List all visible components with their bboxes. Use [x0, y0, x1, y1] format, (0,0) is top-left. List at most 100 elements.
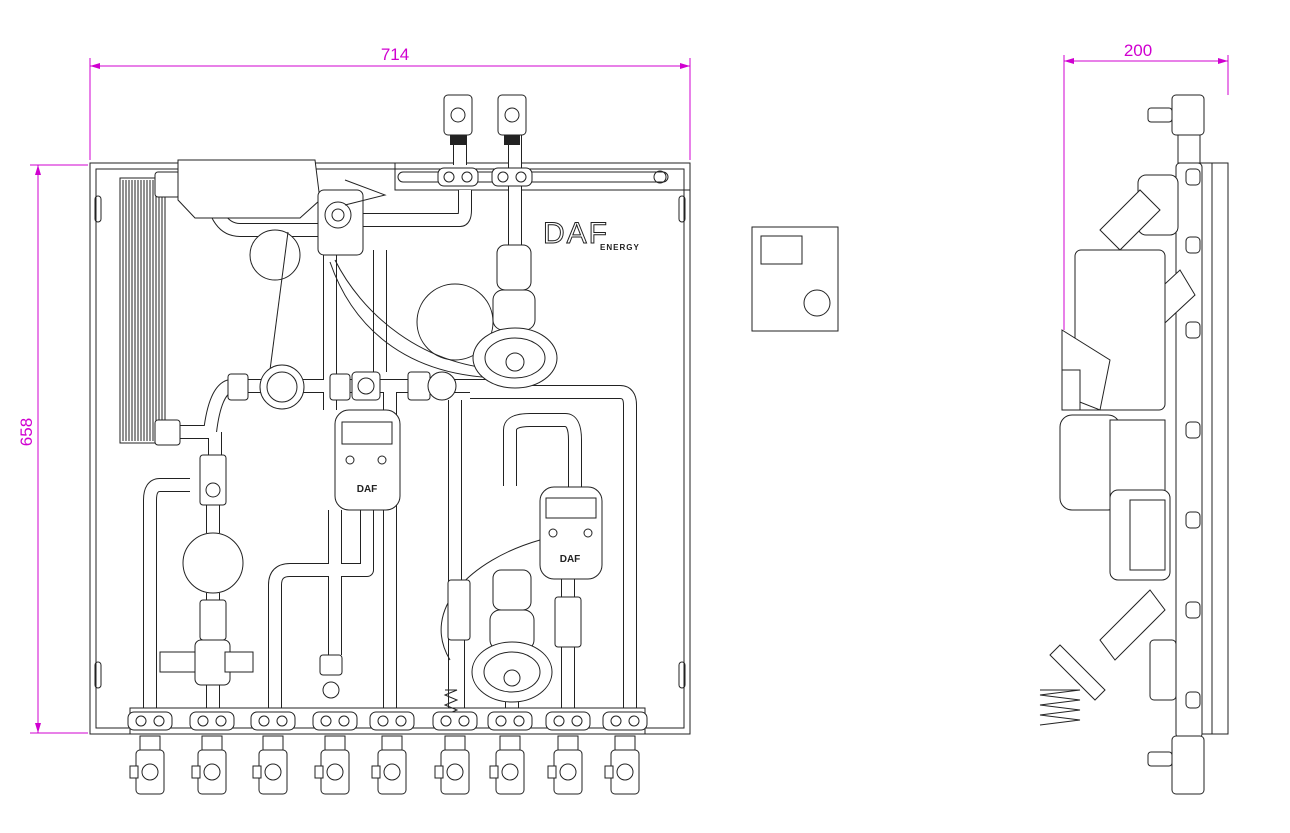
circulation-pump-right: DAF [539, 486, 603, 580]
balancing-valve [159, 454, 254, 686]
valve-ball [504, 107, 520, 123]
clamp-bolt [197, 715, 209, 727]
circulation-pump-left: DAF [334, 409, 401, 511]
expansion-vessel-small [249, 229, 301, 281]
mixing-valve-top [317, 179, 387, 256]
pump-left-logo: DAF [357, 484, 378, 495]
expansion-vessel-lower [182, 532, 244, 594]
height-label: 658 [17, 418, 36, 446]
logo-sub: ENERGY [600, 243, 640, 252]
valve-ball [141, 763, 159, 781]
pipe-clamp [189, 711, 235, 731]
controller-unit [751, 226, 839, 332]
pipe [503, 413, 582, 487]
pipe-clamp [487, 711, 533, 731]
valve-connector [324, 735, 346, 751]
clamp-bolt [395, 715, 407, 727]
valve-ball [203, 763, 221, 781]
top-rail [394, 162, 691, 191]
dimension-height: 658 [17, 164, 88, 734]
valve-ball [264, 763, 282, 781]
manifold-block [177, 159, 321, 219]
valve-connector [262, 735, 284, 751]
plate-heat-exchanger [119, 171, 181, 446]
valve-ball [446, 763, 464, 781]
actuator-lower [319, 539, 582, 716]
clamp-bolt [553, 715, 565, 727]
side-clamp [1185, 511, 1201, 529]
front-view: DAF DAF [89, 94, 691, 795]
clamp-bolt [440, 715, 452, 727]
pipe-clamp [250, 711, 296, 731]
controller-knob [803, 289, 831, 317]
clamp-bolt [320, 715, 332, 727]
filter-valve [227, 364, 457, 410]
valve-connector [444, 735, 466, 751]
clamp-bolt [258, 715, 270, 727]
valve-ball [559, 763, 577, 781]
pipe-inner [504, 414, 581, 487]
clamp-bolt [628, 715, 640, 727]
depth-label: 200 [1124, 41, 1152, 60]
valve-nut [504, 135, 520, 145]
pump-right-logo: DAF [560, 554, 581, 565]
clamp-bolt [338, 715, 350, 727]
pipe-clamp [432, 711, 478, 731]
valve-handle [434, 765, 444, 779]
clamp-bolt [461, 171, 473, 183]
dimension-width: 714 [89, 45, 691, 160]
side-clamp [1185, 321, 1201, 339]
side-clamp [1185, 168, 1201, 186]
valve-handle [191, 765, 201, 779]
daf-energy-logo: DAF ENERGY [543, 217, 640, 253]
side-clamp [1185, 236, 1201, 254]
valve-connector [139, 735, 161, 751]
side-view [1039, 94, 1229, 795]
clamp-bolt [495, 715, 507, 727]
valve-ball [501, 763, 519, 781]
valve-handle [129, 765, 139, 779]
controller-display [760, 235, 803, 265]
valve-handle [252, 765, 262, 779]
clamp-bolt [571, 715, 583, 727]
pipe-inner [345, 190, 471, 226]
dimension-depth: 200 [1063, 41, 1229, 330]
pipe-inner [470, 386, 636, 708]
valve-connector [201, 735, 223, 751]
clamp-bolt [610, 715, 622, 727]
pipe-inner [269, 510, 373, 708]
valve-connector [381, 735, 403, 751]
pipe [268, 510, 374, 708]
clamp-bolt [153, 715, 165, 727]
side-clamp [1185, 691, 1201, 709]
valve-connector [614, 735, 636, 751]
pipe-inner [144, 479, 190, 708]
pipe-clamp [312, 711, 358, 731]
mounting-slots [94, 195, 686, 689]
valve-handle [604, 765, 614, 779]
valve-ball [450, 107, 466, 123]
actuator-upper [472, 244, 558, 389]
valve-ball [616, 763, 634, 781]
valve-handle [489, 765, 499, 779]
clamp-bolt [276, 715, 288, 727]
pipe-clamp [369, 711, 415, 731]
valve-handle [314, 765, 324, 779]
side-plate [1211, 162, 1229, 735]
valve-ball [383, 763, 401, 781]
clamp-bolt [377, 715, 389, 727]
valve-nut [450, 135, 466, 145]
valve-connector [499, 735, 521, 751]
clamp-bolt [497, 171, 509, 183]
pipe-clamp [545, 711, 591, 731]
width-label: 714 [381, 45, 409, 64]
clamp-bolt [515, 171, 527, 183]
valve-handle [371, 765, 381, 779]
pipe-clamp [602, 711, 648, 731]
valve-handle [547, 765, 557, 779]
valve-ball [326, 763, 344, 781]
clamp-bolt [458, 715, 470, 727]
clamp-bolt [135, 715, 147, 727]
side-clamp [1185, 421, 1201, 439]
